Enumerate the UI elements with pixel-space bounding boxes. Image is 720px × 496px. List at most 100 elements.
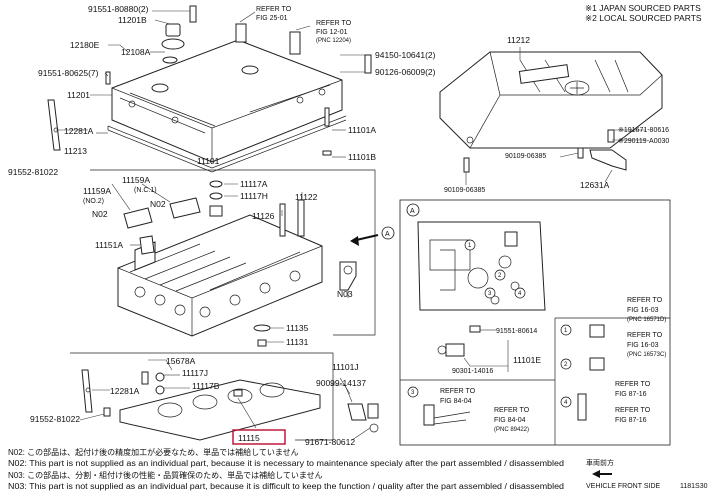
part-12180e[interactable]: 12180E	[70, 40, 100, 50]
part-94150-10641[interactable]: 94150-10641(2)	[375, 50, 436, 60]
part-11117j[interactable]: 11117J	[182, 368, 208, 378]
leader-91552-low	[79, 413, 105, 421]
part-90126-06009[interactable]: 90126-06009(2)	[375, 67, 436, 77]
vehicle-front-en: VEHICLE FRONT SIDE	[586, 483, 660, 490]
part-11101[interactable]: 11101	[197, 156, 220, 166]
svg-text:4: 4	[518, 291, 522, 297]
part-91671-80612[interactable]: 91671-80612	[305, 437, 355, 447]
part-12108a[interactable]: 12108A	[121, 47, 151, 57]
leader-head-bolts	[266, 327, 284, 343]
part-90109-06385-b[interactable]: 90109-06385	[444, 187, 485, 194]
ref-fig-87-16-b[interactable]: REFER TO FIG 87-16	[615, 407, 651, 424]
svg-text:FIG 84-04: FIG 84-04	[494, 417, 526, 424]
part-11122[interactable]: 11122	[295, 192, 318, 202]
svg-text:REFER TO: REFER TO	[615, 381, 651, 388]
part-11117h[interactable]: 11117H	[240, 191, 268, 201]
ref-fig-84-04-a[interactable]: REFER TO FIG 84-04	[440, 388, 476, 405]
leader-valve	[224, 183, 238, 197]
note-n02-jp: N02: この部品は、起付け後の精度加工が必要なため、単品では補給していません	[8, 447, 299, 457]
note-n03: N03	[337, 289, 353, 299]
svg-text:FIG 12-01: FIG 12-01	[316, 29, 348, 36]
highlight-11115	[232, 429, 286, 445]
lower-small-parts-illustration	[141, 371, 379, 433]
part-11213[interactable]: 11213	[64, 146, 87, 156]
part-90301-14016[interactable]: 90301-14016	[452, 368, 493, 375]
part-91552-81022-top[interactable]: 91552-81022	[8, 167, 58, 177]
svg-text:REFER TO: REFER TO	[494, 407, 530, 414]
ref-fig-16-03-a[interactable]: REFER TO FIG 16-03 (PNC 16571D)	[627, 297, 666, 323]
part-11131[interactable]: 11131	[286, 337, 309, 347]
leader-11101j	[339, 377, 351, 395]
part-91671-80616[interactable]: ※191671-80616	[618, 127, 669, 134]
svg-text:FIG 87-16: FIG 87-16	[615, 391, 647, 398]
svg-text:FIG 16-03: FIG 16-03	[627, 342, 659, 349]
detail-head-illustration	[417, 221, 546, 311]
part-11212[interactable]: 11212	[507, 35, 530, 45]
gasket-group-frame	[70, 352, 334, 441]
part-12631a[interactable]: 12631A	[580, 180, 610, 190]
svg-text:3: 3	[488, 291, 492, 297]
leader-91671	[351, 427, 371, 441]
part-91552-81022-low[interactable]: 91552-81022	[30, 414, 80, 424]
svg-text:REFER TO: REFER TO	[316, 20, 352, 27]
part-90109-06385-a[interactable]: 90109-06385	[505, 153, 546, 160]
part-11101a[interactable]: 11101A	[348, 125, 376, 135]
note-n02-en: N02: This part is not supplied as an ind…	[8, 459, 564, 468]
n02-note-b: N02	[150, 199, 166, 209]
leader-11101e	[463, 340, 509, 372]
leader-12631a	[604, 169, 613, 183]
vehicle-front-arrow	[592, 470, 612, 478]
no2-tag: (NO.2)	[83, 198, 104, 205]
spark-plug-tube-illustration	[235, 23, 301, 55]
part-90099-14137[interactable]: 90099-14137	[316, 378, 366, 388]
part-29011-80030[interactable]: ※290119-A0030	[618, 138, 669, 145]
japan-sourced-note: ※1 JAPAN SOURCED PARTS	[585, 3, 701, 13]
ref-fig-84-04-b[interactable]: REFER TO FIG 84-04 (PNC 89422)	[494, 407, 530, 433]
part-11201b[interactable]: 11201B	[118, 15, 147, 25]
head-bolt-illustration	[253, 324, 271, 347]
cell-2: 2	[560, 357, 605, 371]
part-15678a[interactable]: 15678A	[166, 356, 196, 366]
note-n03-en: N03: This part is not supplied as an ind…	[8, 482, 564, 491]
water-outlet-illustration	[339, 261, 357, 291]
part-11101e[interactable]: 11101E	[513, 355, 541, 365]
svg-text:(PNC 12204): (PNC 12204)	[316, 38, 351, 44]
part-12281a-low[interactable]: 12281A	[110, 386, 140, 396]
head-gasket-illustration	[119, 379, 321, 441]
svg-text:FIG 87-16: FIG 87-16	[615, 417, 647, 424]
part-11101b[interactable]: 11101B	[348, 152, 376, 162]
ref-fig-16-03-b[interactable]: REFER TO FIG 16-03 (PNC 16573C)	[627, 332, 666, 358]
part-11159a-nc1[interactable]: 11159A	[122, 175, 150, 185]
leader-15678a	[148, 359, 173, 371]
svg-text:REFER TO: REFER TO	[615, 407, 651, 414]
part-91551-80880[interactable]: 91551-80880(2)	[88, 4, 149, 14]
leader-11115	[237, 397, 257, 429]
svg-text:FIG 25-01: FIG 25-01	[256, 15, 288, 22]
svg-text:FIG 16-03: FIG 16-03	[627, 307, 659, 314]
part-11117b[interactable]: 11117B	[192, 381, 220, 391]
part-11135[interactable]: 11135	[286, 323, 309, 333]
svg-text:REFER TO: REFER TO	[627, 332, 663, 339]
part-11126[interactable]: 11126	[252, 211, 275, 221]
part-91551-80625[interactable]: 91551-80625(7)	[38, 68, 99, 78]
part-11201[interactable]: 11201	[67, 90, 90, 100]
part-11159a-no2[interactable]: 11159A	[83, 186, 111, 196]
svg-text:(PNC 16571D): (PNC 16571D)	[627, 317, 666, 323]
head-group-frame	[90, 169, 376, 336]
part-11117a[interactable]: 11117A	[240, 179, 268, 189]
ref-fig-87-16-a[interactable]: REFER TO FIG 87-16	[615, 381, 651, 398]
cell-4: 4	[560, 393, 587, 421]
callout-a-arrow[interactable]: A	[350, 226, 395, 246]
svg-text:A: A	[385, 231, 390, 238]
leader-cover-bolts	[612, 129, 646, 141]
ref-fig-25-01[interactable]: REFER TO FIG 25-01	[256, 6, 292, 22]
part-11101j[interactable]: 11101J	[332, 362, 359, 372]
ref-fig-12-01[interactable]: REFER TO FIG 12-01 (PNC 12204)	[316, 20, 352, 44]
part-91551-80614[interactable]: 91551-80614	[496, 328, 537, 335]
part-12281a-top[interactable]: 12281A	[64, 126, 94, 136]
bolts-illustration	[105, 54, 372, 156]
sensor-illustration	[437, 325, 481, 357]
part-11115[interactable]: 11115	[238, 433, 260, 443]
part-11151a[interactable]: 11151A	[95, 240, 123, 250]
note-n03-jp: N03: この部品は、分割・組付け後の性能・品質確保のため、単品では補給していま…	[8, 470, 323, 480]
